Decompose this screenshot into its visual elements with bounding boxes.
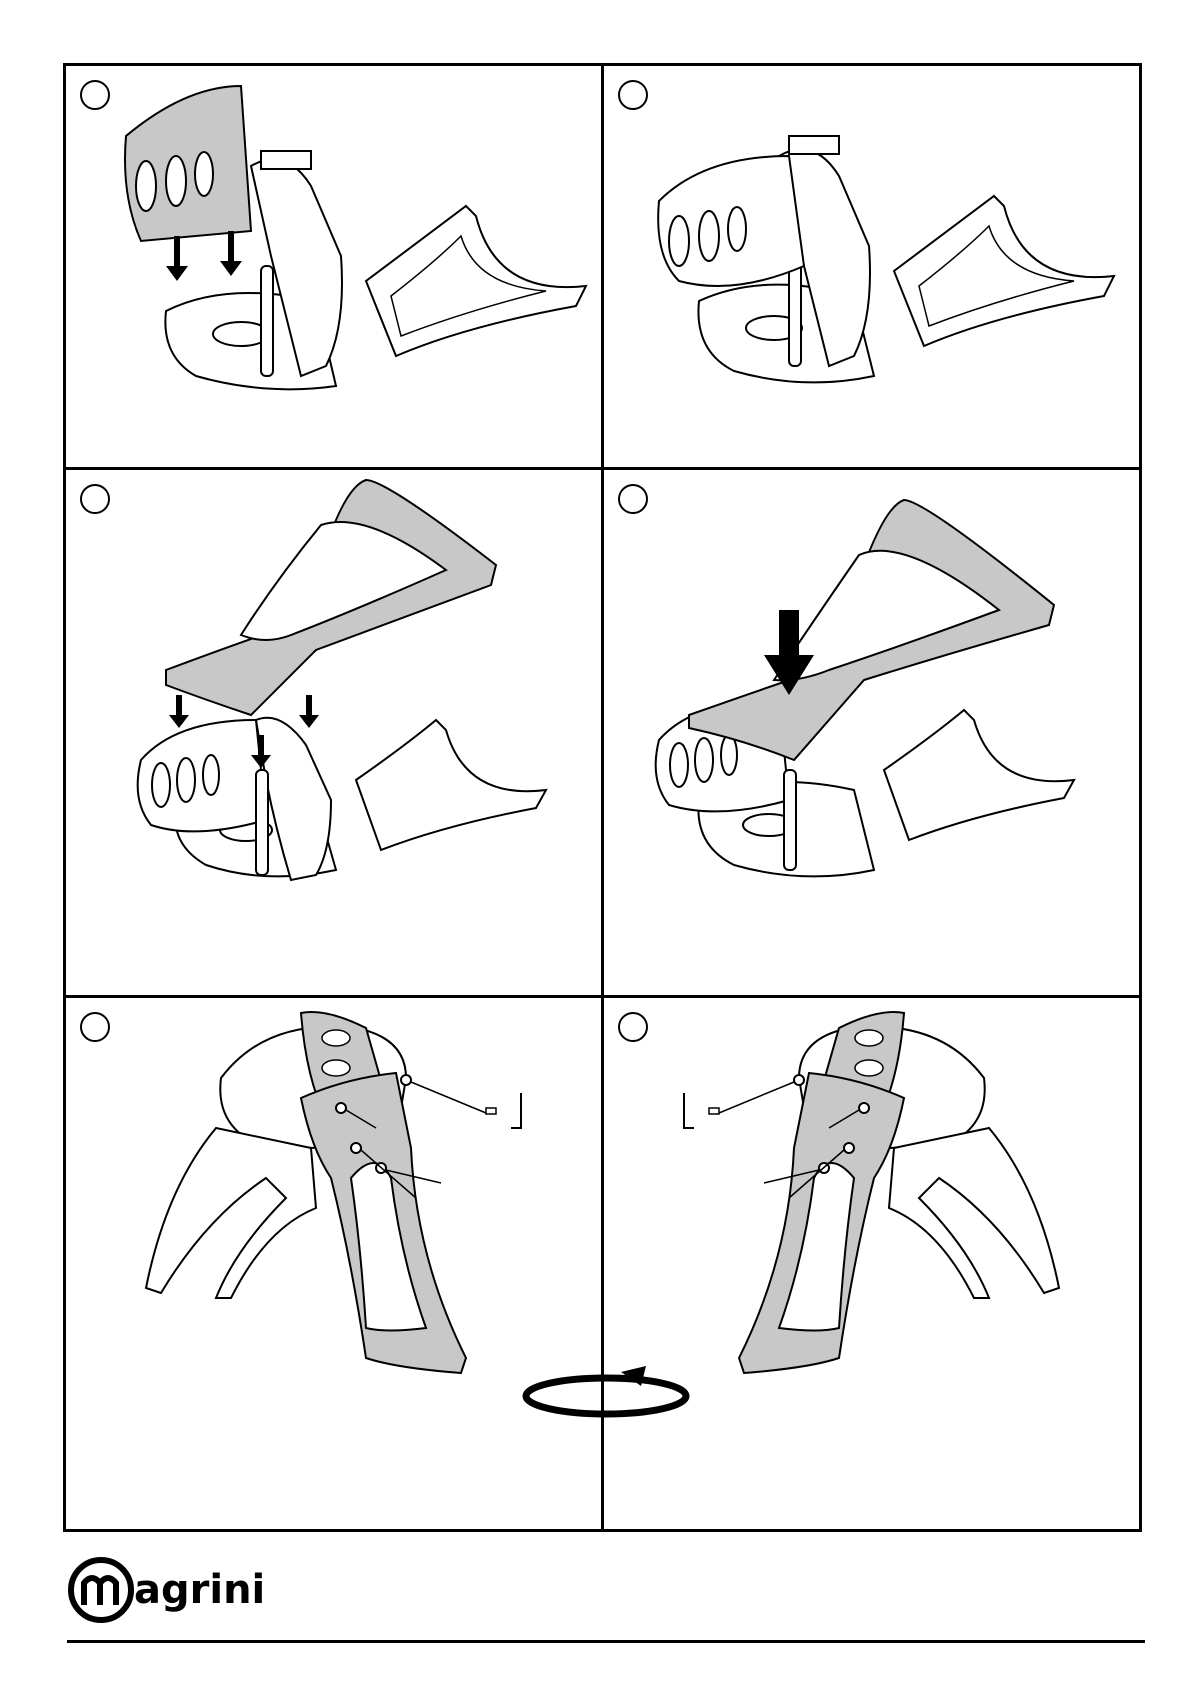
- assembly-step-front-panel-icon: [66, 66, 601, 467]
- assembly-step-front-attached-icon: [604, 66, 1139, 467]
- instruction-grid: [63, 63, 1142, 1532]
- step-panel-1: [66, 66, 601, 467]
- magrini-logo: agrini: [66, 1555, 286, 1625]
- brand-logo-text: agrini: [134, 1567, 265, 1613]
- footer-rule: [67, 1640, 1145, 1643]
- rotate-arrow-icon: [516, 1366, 696, 1426]
- step-panel-4: [604, 470, 1139, 995]
- step-panel-2: [604, 66, 1139, 467]
- step-panel-5: [66, 998, 601, 1529]
- assembly-step-screw-right-icon: [604, 998, 1139, 1529]
- assembly-step-top-press-icon: [604, 470, 1139, 995]
- step-panel-6: [604, 998, 1139, 1529]
- assembly-step-screw-left-icon: [66, 998, 601, 1529]
- assembly-step-top-lower-icon: [66, 470, 601, 995]
- step-panel-3: [66, 470, 601, 995]
